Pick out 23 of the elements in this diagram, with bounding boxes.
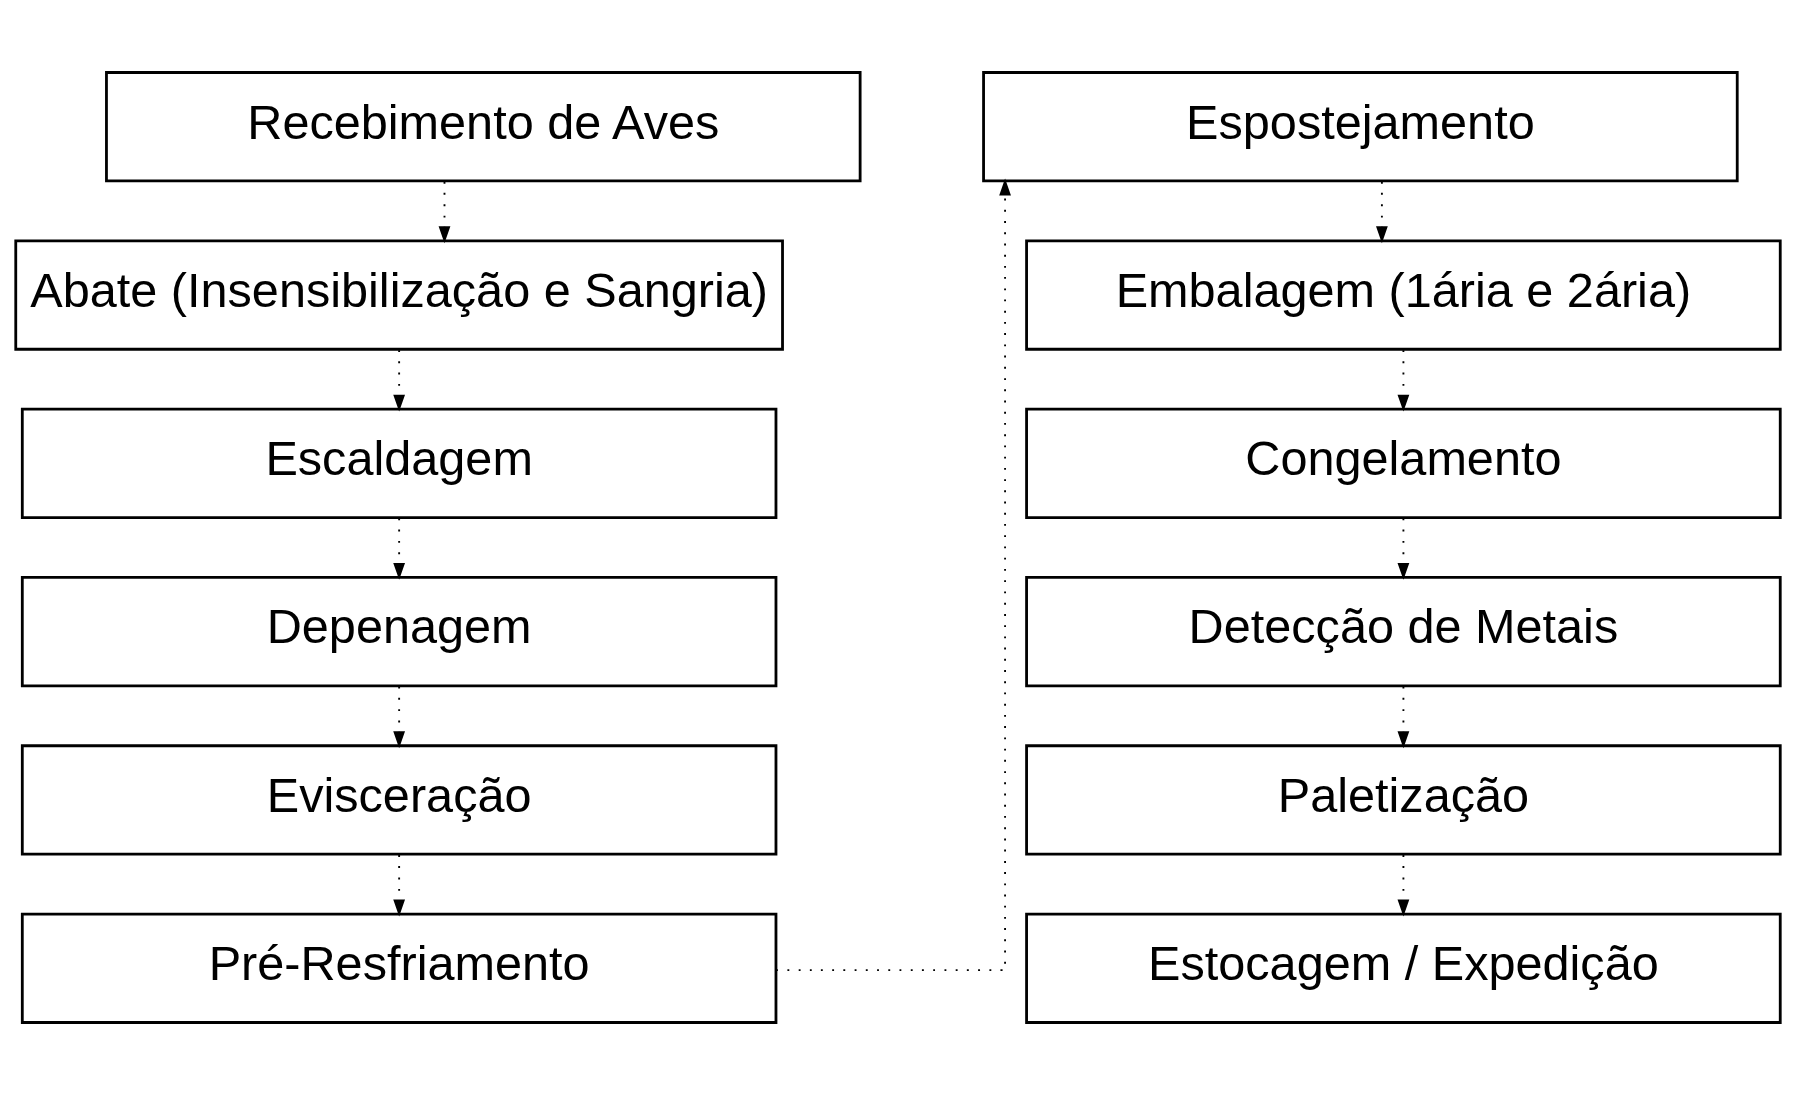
arrow bbox=[775, 178, 1011, 972]
node-box: Recebimento de Aves bbox=[105, 71, 862, 183]
node-box: Abate (Insensibilização e Sangria) bbox=[14, 239, 784, 351]
node-box: Estocagem / Expedição bbox=[1025, 912, 1782, 1024]
arrow bbox=[1397, 854, 1410, 917]
arrow bbox=[1376, 180, 1388, 244]
node-box: Evisceração bbox=[20, 744, 778, 856]
node-box: Espostejamento bbox=[982, 71, 1739, 183]
arrow bbox=[1397, 685, 1410, 749]
arrow bbox=[393, 685, 406, 749]
node-box: Pré-Resfriamento bbox=[20, 912, 778, 1024]
arrow bbox=[1397, 517, 1410, 580]
arrow bbox=[393, 349, 406, 412]
node-box: Detecção de Metais bbox=[1025, 576, 1782, 688]
node-box: Escaldagem bbox=[20, 407, 778, 519]
arrow bbox=[393, 854, 406, 917]
arrow bbox=[438, 180, 451, 244]
node-box: Paletização bbox=[1025, 744, 1782, 856]
arrow bbox=[393, 517, 406, 580]
arrow bbox=[1397, 349, 1410, 412]
node-box: Embalagem (1ária e 2ária) bbox=[1025, 239, 1782, 351]
node-box: Depenagem bbox=[20, 576, 778, 688]
node-box: Congelamento bbox=[1025, 407, 1782, 519]
